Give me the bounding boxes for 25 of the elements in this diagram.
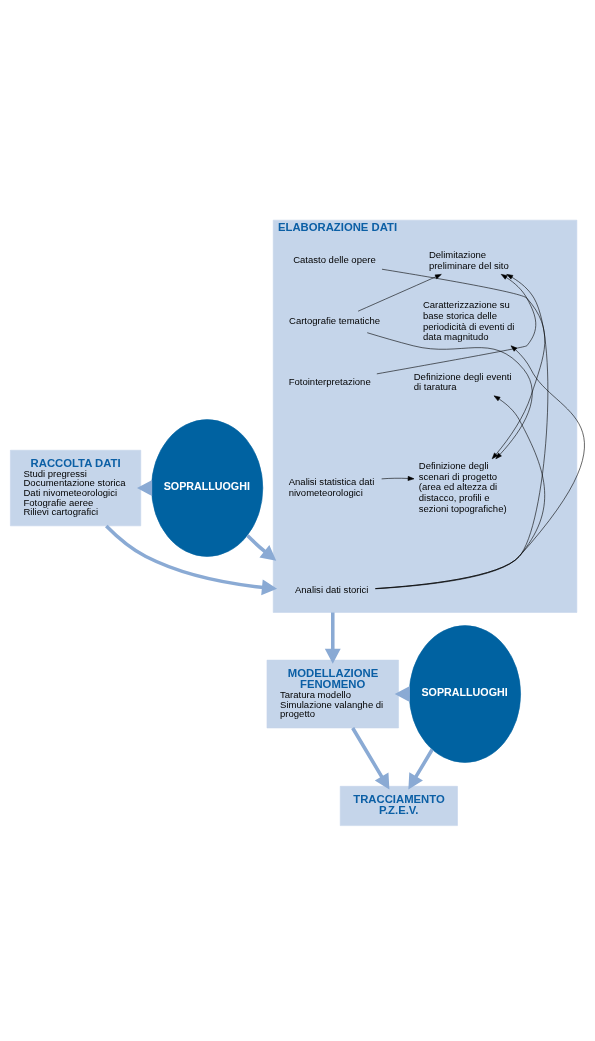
arrow [105,524,278,596]
node-text: Analisi statistica dati nivometeorologici [288,475,375,498]
arrow [357,274,442,312]
node-text: Definizione degli scenari di progetto (area ed altezza di distacco, profili e sezioni topografiche) [418,459,507,514]
node-text: Catasto delle opere [293,254,376,266]
arrow [375,395,545,590]
node-text: Analisi dati storici [294,584,369,596]
node-text: Cartografie tematiche [289,315,380,327]
arrow [381,268,546,460]
arrow [381,476,415,481]
arrow [408,748,434,790]
node-text: Definizione degli eventi di taratura [413,370,512,393]
node-text: Caratterizzazione su base storica delle periodicità di eventi di data magnitudo [422,299,515,343]
node-text: Delimitazione preliminare del sito [428,249,509,271]
node-box: TRACCIAMENTO P.Z.E.V. [339,786,458,826]
arrow [375,274,549,589]
arrow [375,345,585,589]
arrow [376,274,537,375]
arrow [351,727,390,790]
node-box: MODELLAZIONE FENOMENO Taratura modello Simulazione valanghe di progetto [266,659,399,729]
node-text: Fotointerpretazione [288,375,371,387]
arrow [324,612,341,664]
arrow [246,534,277,561]
node-box: RACCOLTA DATI Studi pregressi Documentazione storica Dati nivometeorologici Fotografie aeree Rilievi cartografici [10,449,142,527]
arrow [366,332,533,460]
